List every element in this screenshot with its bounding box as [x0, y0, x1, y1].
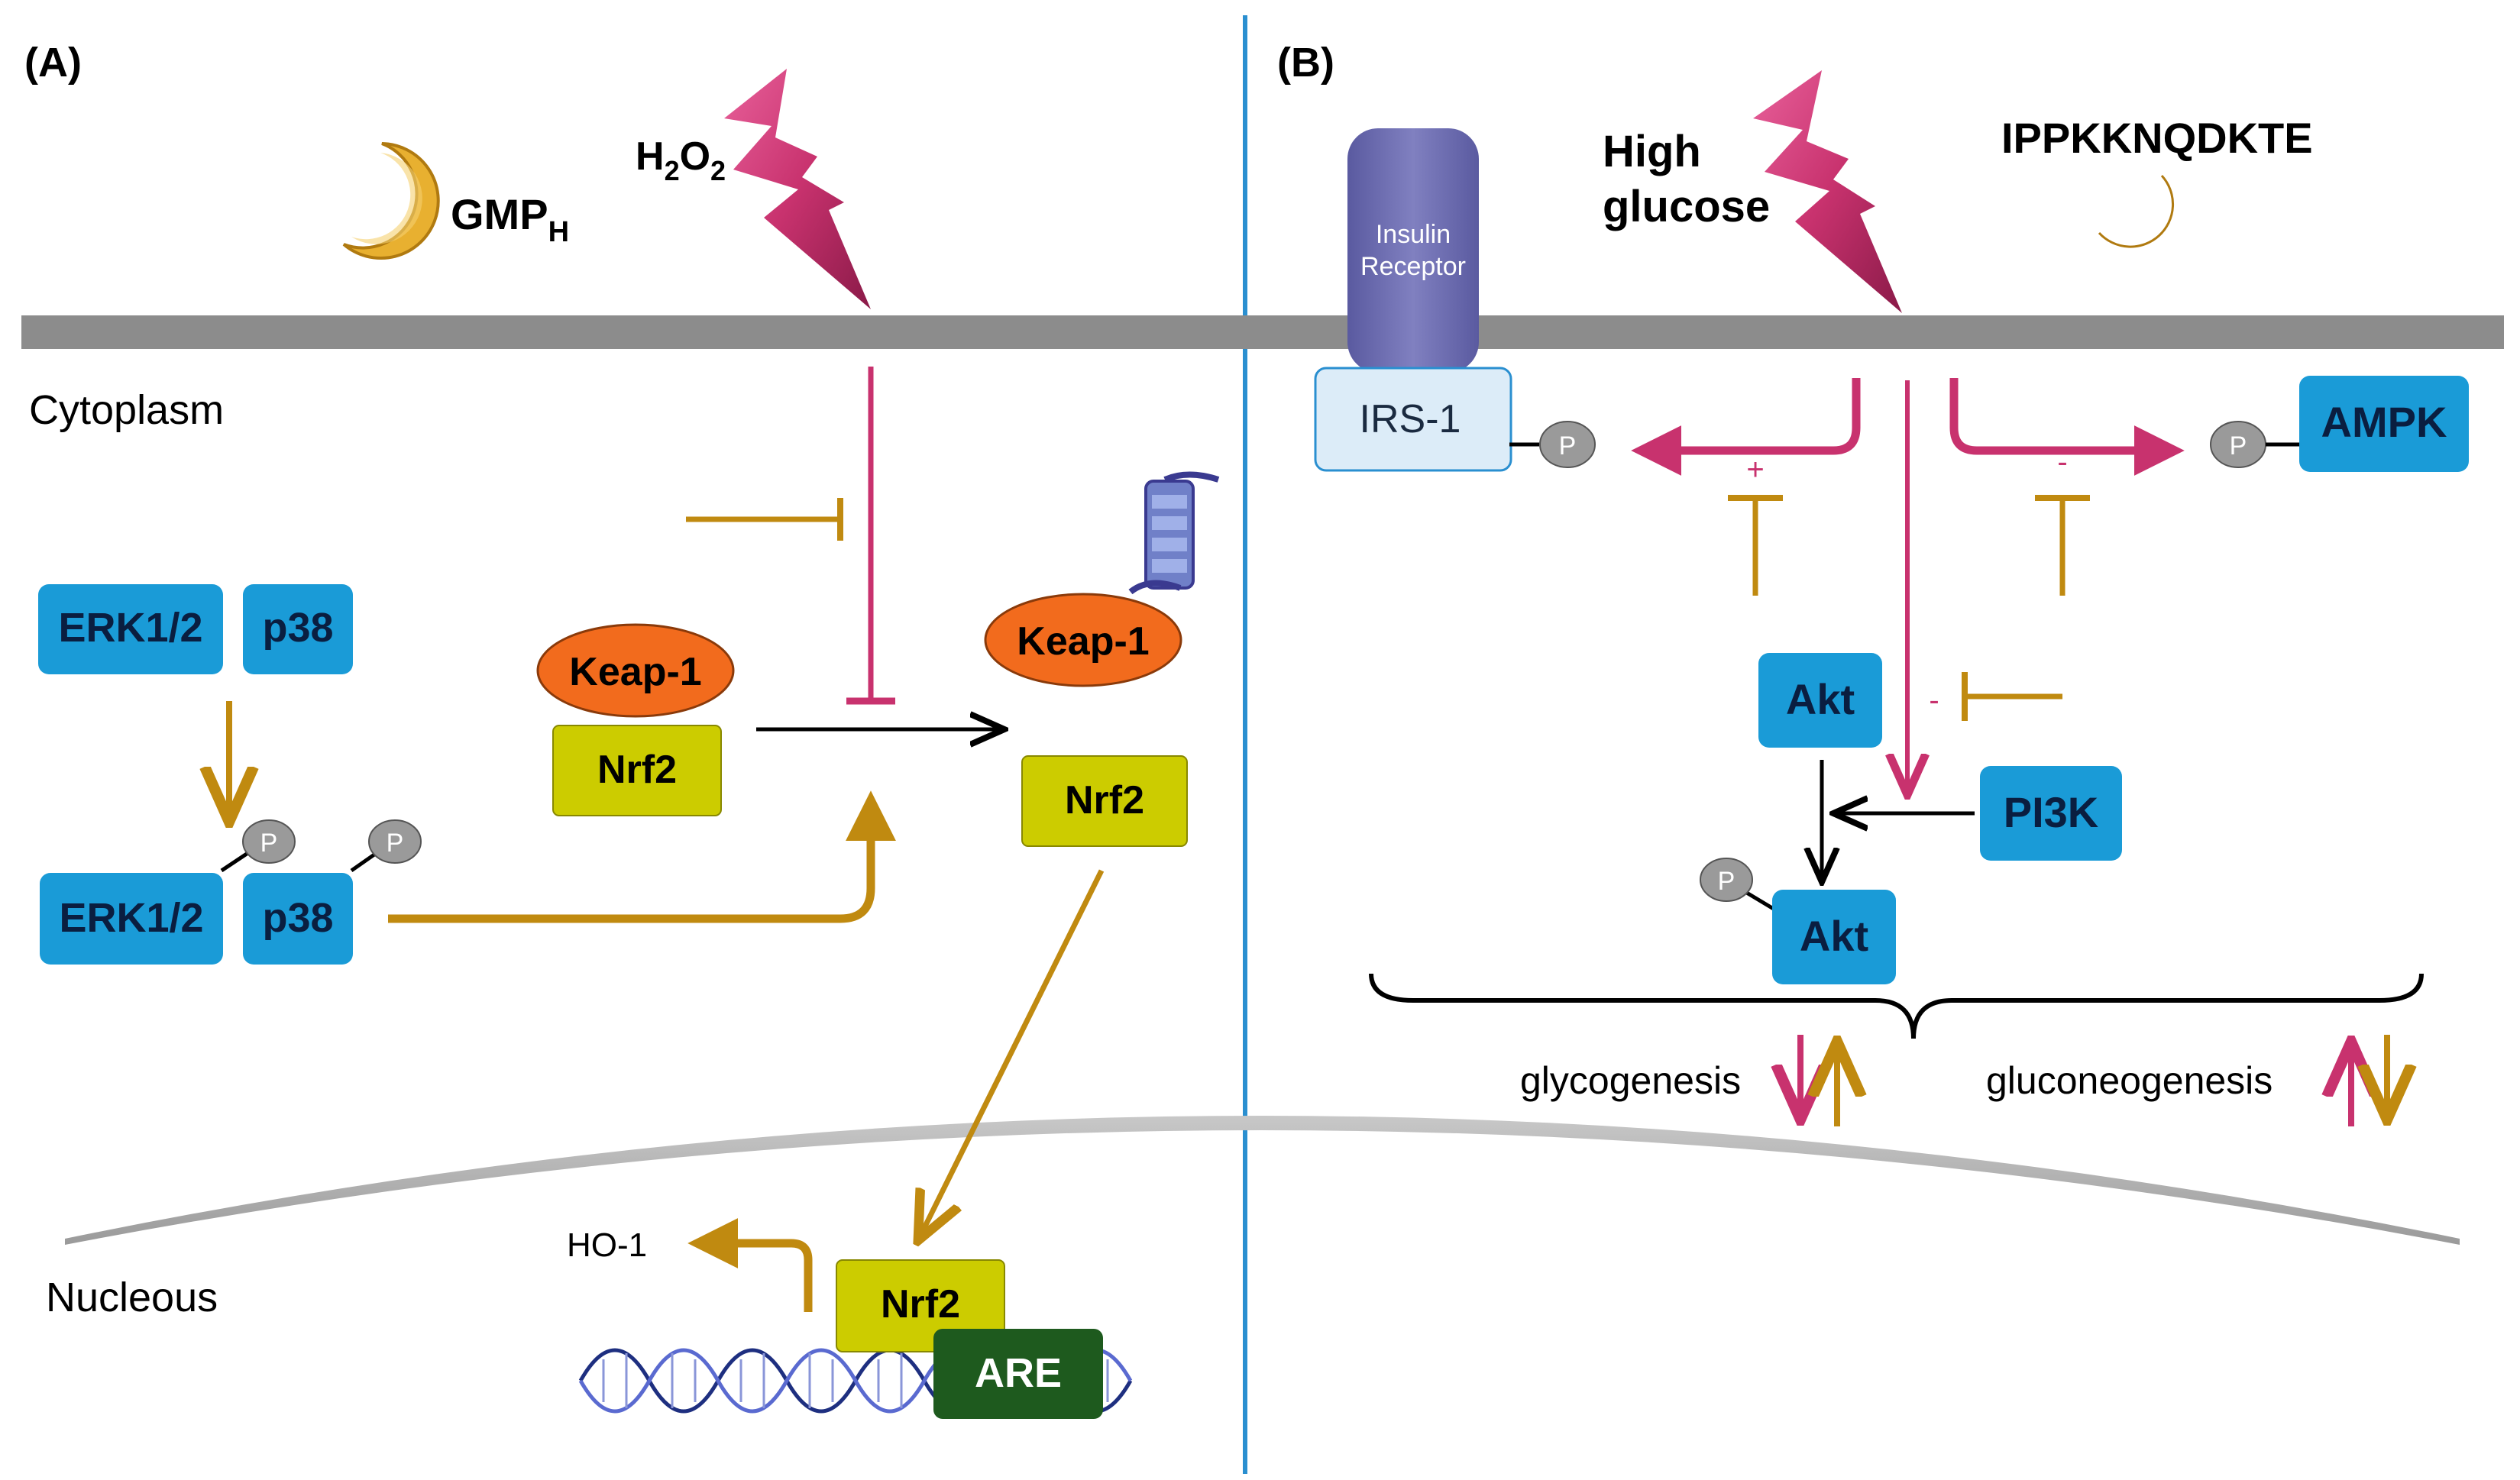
akt-minus-sign: - — [1929, 683, 1939, 717]
high-glucose-line1: High — [1603, 127, 1701, 176]
phospho-label-ampk: P — [2230, 431, 2247, 460]
proteasome-icon — [1128, 471, 1220, 595]
ampk-box — [2299, 376, 2469, 472]
ampk-minus-sign: - — [2057, 445, 2067, 479]
peptide-label: IPPKKNQDKTE — [2001, 114, 2313, 162]
glucose-to-irs1-arrow — [1631, 378, 1861, 476]
nuclear-envelope — [65, 1116, 2460, 1245]
glycogenesis-label: glycogenesis — [1520, 1059, 1741, 1102]
peptide-moon-icon — [2098, 174, 2175, 248]
nrf2-right-box — [1021, 755, 1188, 847]
phospho-label-akt: P — [1718, 867, 1736, 896]
phospho-circle-akt — [1700, 858, 1753, 902]
h2o2-label: H2O2 — [636, 134, 726, 186]
erk-bottom-label: ERK1/2 — [59, 895, 203, 941]
phospho-label-irs1: P — [1559, 431, 1577, 460]
phospho-label-p38: P — [387, 829, 404, 858]
gmp-label: GMPH — [451, 190, 569, 248]
irs1-box — [1314, 367, 1512, 472]
phospho-circle-irs1 — [1539, 421, 1596, 468]
ampk-label: AMPK — [2321, 398, 2447, 446]
high-glucose-line2: glucose — [1603, 182, 1770, 231]
panel-a-label: (A) — [24, 40, 82, 86]
p38-bottom-box — [243, 873, 353, 965]
keap1-left-ellipse — [536, 623, 735, 718]
insulin-receptor-label-line2: Receptor — [1360, 252, 1466, 281]
erk-bottom-box — [40, 873, 223, 965]
nrf2-right-label: Nrf2 — [1065, 778, 1144, 822]
pi3k-box — [1980, 766, 2122, 861]
akt-top-box — [1758, 653, 1882, 748]
panel-b-label: (B) — [1277, 40, 1334, 86]
ho1-expression-arrow — [687, 1218, 813, 1312]
outcome-curly-brace — [1369, 973, 2424, 1039]
p38-top-label: p38 — [262, 605, 333, 651]
ho1-label: HO-1 — [567, 1226, 647, 1264]
nrf2-translocation-arrow — [920, 869, 1105, 1236]
erk-top-label: ERK1/2 — [58, 605, 202, 651]
keap1-right-ellipse — [984, 593, 1182, 687]
akt-bottom-box — [1772, 890, 1896, 984]
h2o2-lightning-bolt-icon — [724, 69, 871, 309]
phospho-circle-erk — [242, 819, 296, 864]
akt-bottom-label: Akt — [1800, 912, 1868, 960]
are-box — [933, 1329, 1103, 1419]
nrf2-nucleus-label: Nrf2 — [881, 1282, 960, 1327]
pi3k-label: PI3K — [2004, 788, 2099, 836]
phospho-circle-p38 — [368, 819, 422, 864]
akt-top-label: Akt — [1786, 675, 1855, 723]
insulin-receptor-label-line1: Insulin — [1376, 220, 1451, 249]
nrf2-left-box — [552, 725, 722, 816]
nrf2-left-label: Nrf2 — [597, 748, 677, 792]
p38-bottom-label: p38 — [262, 895, 333, 941]
irs1-label: IRS-1 — [1360, 397, 1461, 441]
insulin-receptor — [1347, 128, 1479, 373]
gluconeogenesis-label: gluconeogenesis — [1986, 1059, 2273, 1102]
high-glucose-lightning-bolt-icon — [1753, 70, 1902, 313]
nucleus-label: Nucleous — [46, 1275, 218, 1320]
are-label: ARE — [975, 1350, 1062, 1396]
p38-to-nrf2-release-arrow — [388, 790, 896, 923]
erk-top-box — [38, 584, 223, 674]
crescent-moon-icon — [342, 142, 440, 260]
phospho-link-akt — [1744, 890, 1778, 913]
irs1-plus-sign: + — [1746, 453, 1764, 486]
cell-membrane — [21, 315, 2504, 349]
keap1-left-label: Keap-1 — [569, 650, 701, 694]
p38-top-box — [243, 584, 353, 674]
cytoplasm-label: Cytoplasm — [29, 387, 224, 433]
phospho-label-erk: P — [260, 829, 278, 858]
glucose-to-ampk-arrow — [1949, 378, 2185, 476]
keap1-right-label: Keap-1 — [1017, 619, 1149, 664]
